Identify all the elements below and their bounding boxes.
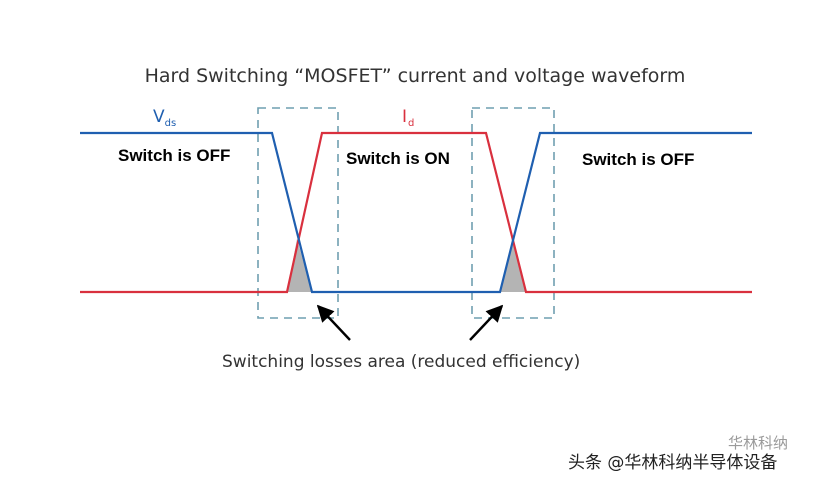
voltage-waveform <box>80 131 752 294</box>
switching-window-right <box>471 107 555 319</box>
loss-area-left <box>287 239 312 292</box>
watermark-text: 头条 @华林科纳半导体设备 <box>568 453 777 473</box>
state-label-on: Switch is ON <box>346 149 450 168</box>
watermark-faint: 华林科纳 <box>728 434 788 452</box>
losses-caption: Switching losses area (reduced efficienc… <box>222 352 580 372</box>
current-waveform <box>80 131 752 294</box>
loss-arrow-right <box>469 304 504 341</box>
loss-arrow-left <box>316 304 351 341</box>
state-label-off-right: Switch is OFF <box>582 150 694 169</box>
loss-area-right <box>500 239 526 292</box>
vds-label: Vds <box>153 107 176 129</box>
switching-window-left <box>257 107 339 319</box>
state-label-off-left: Switch is OFF <box>118 146 230 165</box>
id-label: Id <box>402 107 414 129</box>
diagram-title: Hard Switching “MOSFET” current and volt… <box>145 65 686 87</box>
